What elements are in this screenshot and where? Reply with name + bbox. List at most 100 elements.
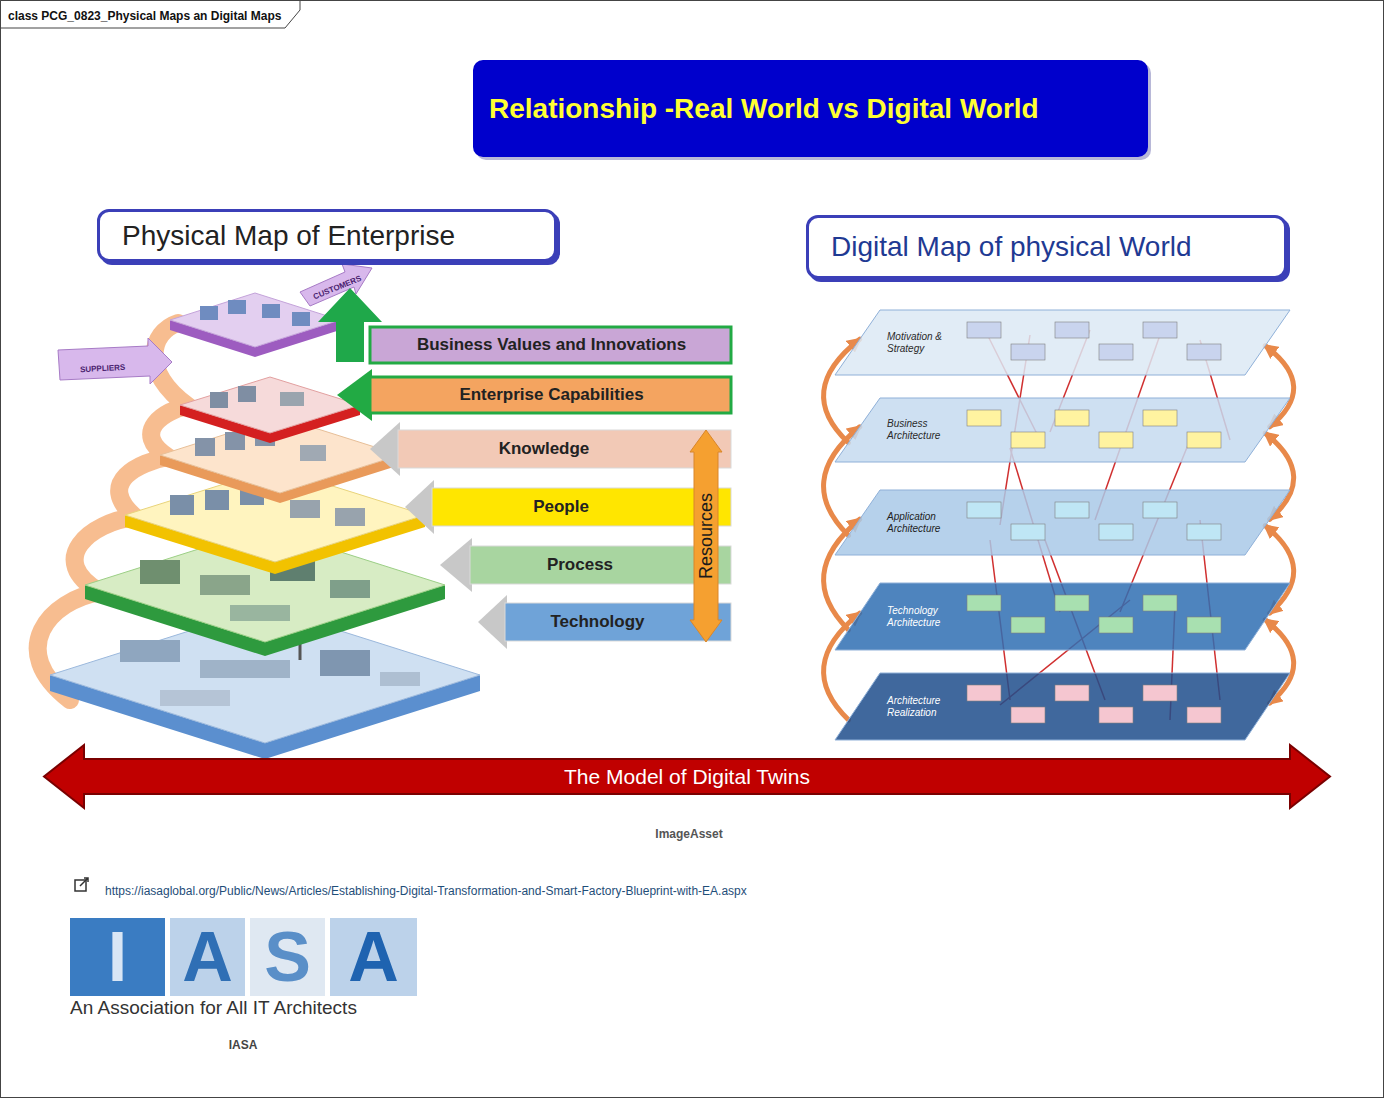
decor-shape [228,300,246,314]
decor-shape [292,312,310,326]
text-label: An Association for All IT Architects [70,997,357,1018]
element-box [1055,502,1089,518]
element-box [1011,617,1045,633]
band-text-box: Knowledge [398,430,690,468]
label-box: IASA [203,1039,283,1051]
band-label: Process [547,555,613,575]
twins-arrow [44,745,1330,808]
logo-letter: A [182,922,233,992]
element-box [1055,685,1089,701]
element-box [1143,322,1177,338]
text-label: https://iasaglobal.org/Public/News/Artic… [105,884,747,898]
band-body [370,377,731,413]
decor-shape [195,438,215,456]
layer-label: Business Architecture [887,418,961,442]
arrow-head [370,422,400,476]
layer-label-box: Motivation & Strategy [887,310,961,375]
layer-plane [835,490,1290,555]
band-body [370,327,731,363]
layer-node: Technology Architecture [835,583,1290,650]
map-heading-box: Digital Map of physical World [806,215,1287,279]
decor-shape [380,672,420,686]
logo-letter: I [108,922,127,992]
arrow-head [337,369,372,421]
band-text-box: Enterprise Capabilities [370,377,733,413]
decor-shape [170,495,194,515]
band-text-box: People [432,488,690,526]
element-box [967,685,1001,701]
decor-shape [200,306,218,320]
decor-shape [120,640,180,662]
layer-plane [835,398,1290,462]
label-box: class PCG_0823_Physical Maps an Digital … [8,6,281,24]
layer-plane [835,310,1290,375]
element-box [1055,322,1089,338]
text-label: CUSTOMERS [312,275,362,302]
element-box [1187,344,1221,360]
band-text-box: Business Values and Innovations [370,327,733,363]
element-box [1187,432,1221,448]
decor-shape [238,386,256,402]
decor-shape [250,918,325,996]
decor-shape [262,304,280,318]
layer-label: Technology Architecture [887,605,961,629]
decor-shape [320,650,370,676]
band-label: People [533,497,589,517]
band-label: Business Values and Innovations [417,335,686,355]
map-heading: Digital Map of physical World [831,231,1192,263]
decor-shape [300,445,326,461]
element-box [1055,410,1089,426]
band-text-box: Technology [505,603,690,641]
decor-shape [1,1,301,29]
element-box [967,595,1001,611]
decor-shape [160,690,230,706]
element-box [1099,617,1133,633]
layer-node: Architecture Realization [835,673,1290,740]
twins-node: The Model of Digital Twins [44,745,1330,808]
label-box: An Association for All IT Architects [70,998,357,1018]
decor-shape [985,330,1230,720]
band-label: Knowledge [499,439,590,459]
element-box [967,410,1001,426]
layer-node: Application Architecture [835,490,1290,555]
element-box [1011,707,1045,723]
element-box [967,502,1001,518]
element-box [1011,524,1045,540]
layer-label-box: Application Architecture [887,490,961,555]
element-box [1099,432,1133,448]
band-node: Process [440,538,733,592]
decor-shape [330,918,417,996]
element-box [1187,524,1221,540]
decor-shape [205,490,229,510]
twins-label: The Model of Digital Twins [564,765,810,789]
layer-label: Motivation & Strategy [887,331,961,355]
decor-shape [280,392,304,406]
label-box: S [250,918,325,996]
element-box [1187,617,1221,633]
element-box [1011,432,1045,448]
map-heading-box: Physical Map of Enterprise [97,209,557,262]
resources-label: Resources [696,493,717,579]
layer-plane [835,673,1290,740]
decor-shape [290,500,320,518]
logo-letter: S [264,922,311,992]
decor-shape [335,508,365,526]
label-box: A [330,918,417,996]
element-box [1099,524,1133,540]
band-body [432,488,731,526]
element-box [967,322,1001,338]
element-box [1143,410,1177,426]
arrow-head [405,480,434,534]
band-node: People [405,480,733,534]
band-label: Enterprise Capabilities [459,385,643,405]
logo-letter: A [348,922,399,992]
label-box: ImageAsset [619,828,759,840]
layer-label-box: Architecture Realization [887,673,961,740]
element-box [1099,707,1133,723]
element-box [1143,685,1177,701]
layer-label-box: Technology Architecture [887,583,961,650]
decor-shape [330,580,370,598]
decor-shape [180,377,360,433]
resources-arrow [690,430,722,642]
